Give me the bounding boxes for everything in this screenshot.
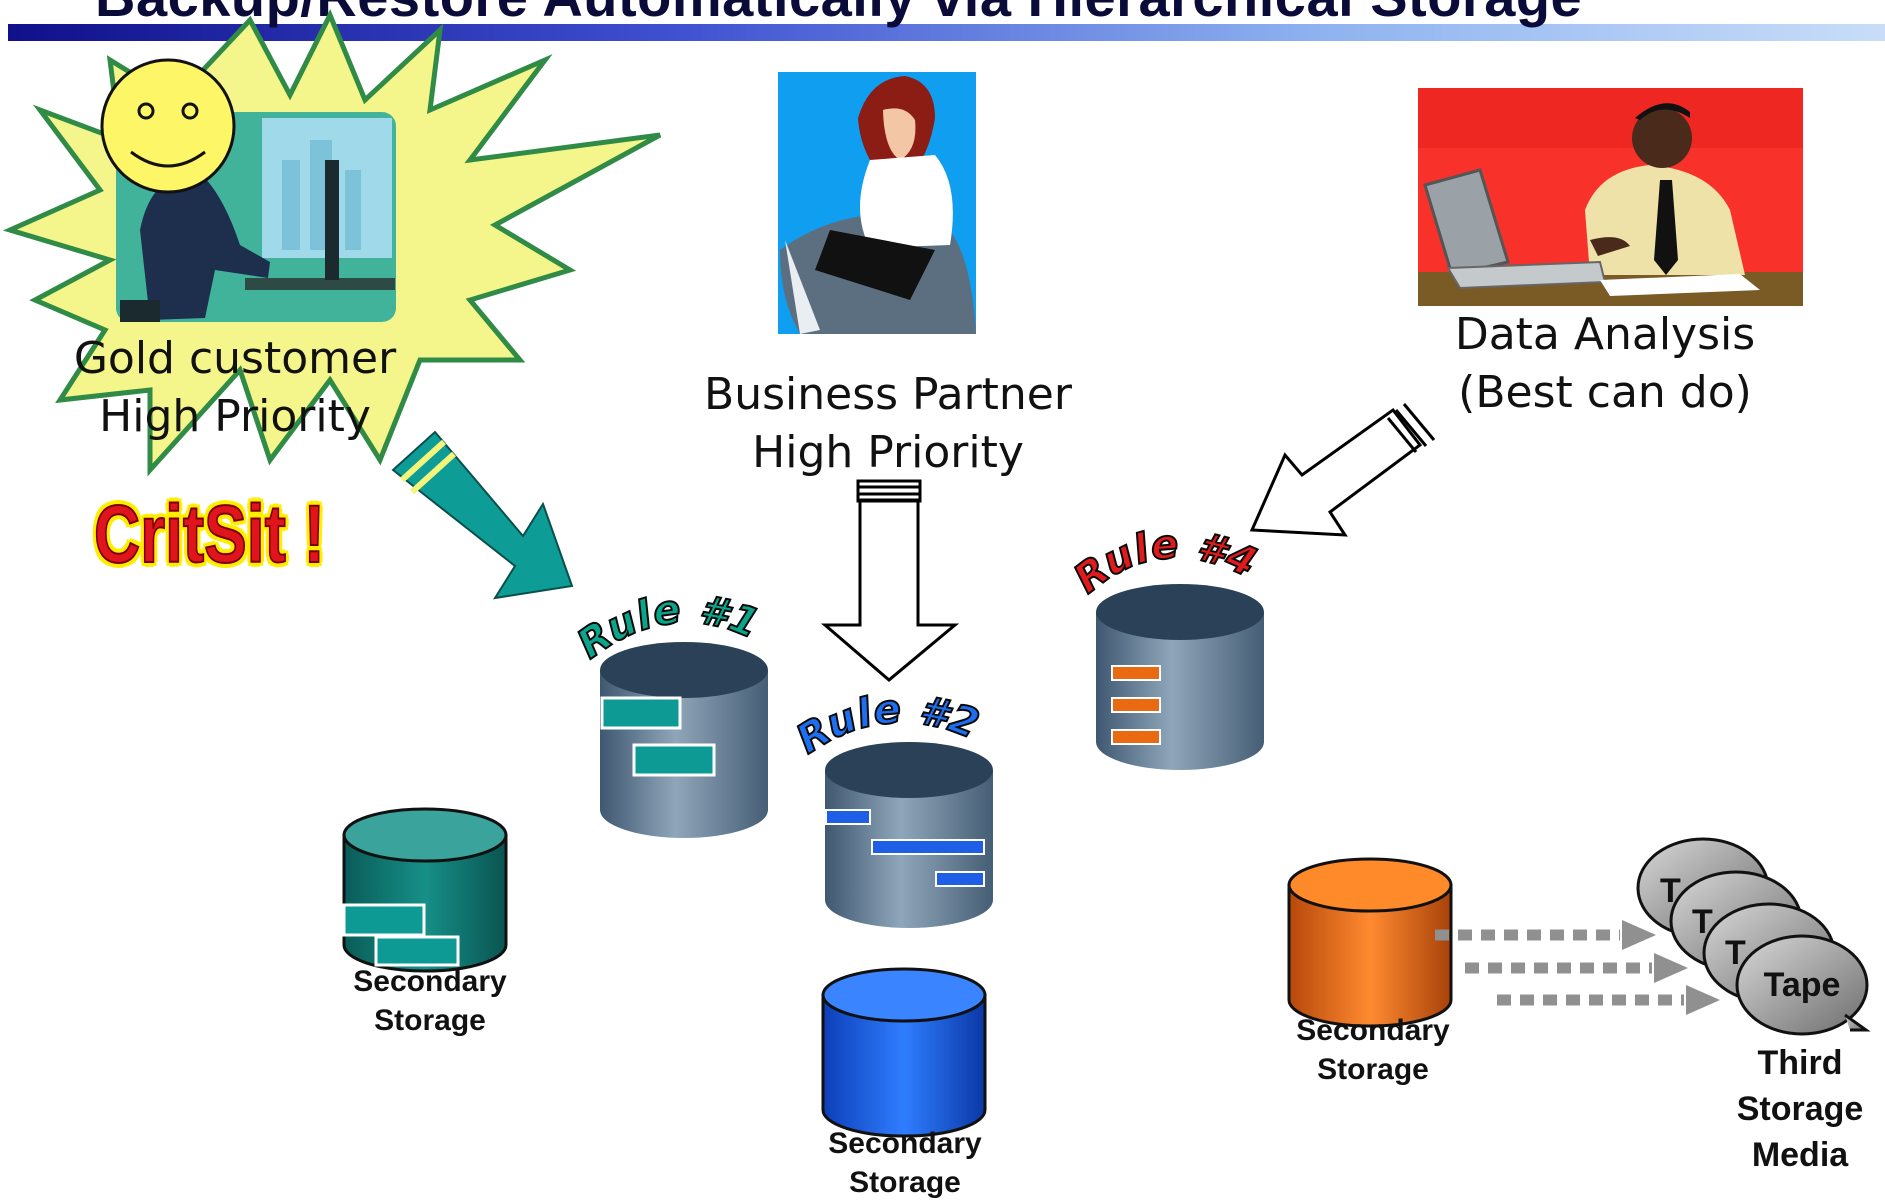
data-analysis-line1: Data Analysis bbox=[1454, 309, 1756, 360]
secondary-storage-line1: Secondary bbox=[828, 1127, 982, 1160]
tape-media-icon: T T T Tape bbox=[1636, 837, 1871, 1036]
critsit-label: CritSit ! bbox=[93, 488, 326, 581]
smiley-face-icon bbox=[100, 58, 236, 194]
third-storage-line3: Media bbox=[1751, 1136, 1849, 1174]
dotted-arrows-to-tape bbox=[1435, 920, 1720, 1015]
teal-secondary-storage-label: Secondary Storage bbox=[325, 962, 535, 1040]
business-partner-picture bbox=[778, 72, 976, 334]
gold-customer-line1: Gold customer bbox=[73, 333, 397, 384]
rule2-storage-cylinder bbox=[825, 742, 993, 928]
teal-arrow-icon bbox=[391, 430, 574, 600]
tape-label: Tape bbox=[1764, 966, 1841, 1004]
secondary-storage-line1: Secondary bbox=[353, 965, 507, 998]
secondary-storage-line2: Storage bbox=[374, 1004, 486, 1037]
title-underline-bar bbox=[8, 24, 1885, 41]
tape-partial-label-3: T bbox=[1725, 934, 1746, 972]
gold-customer-label: Gold customer High Priority bbox=[40, 330, 430, 446]
gold-customer-line2: High Priority bbox=[99, 391, 371, 442]
slide-title: Backup/Restore Automatically via Hierarc… bbox=[95, 0, 1582, 29]
tape-partial-label-2: T bbox=[1692, 903, 1713, 941]
blue-secondary-storage-cylinder bbox=[821, 967, 987, 1138]
orange-secondary-storage-cylinder bbox=[1287, 857, 1453, 1028]
rule1-storage-cylinder bbox=[600, 642, 768, 838]
orange-secondary-storage-label: Secondary Storage bbox=[1268, 1011, 1478, 1089]
business-partner-line2: High Priority bbox=[752, 427, 1024, 478]
rule4-storage-cylinder bbox=[1096, 584, 1264, 770]
third-storage-media-label: Third Storage Media bbox=[1700, 1040, 1885, 1178]
blue-secondary-storage-label: Secondary Storage bbox=[800, 1124, 1010, 1202]
gold-customer-picture bbox=[116, 112, 396, 322]
secondary-storage-line1: Secondary bbox=[1296, 1014, 1450, 1047]
down-arrow-icon bbox=[820, 479, 960, 682]
business-partner-line1: Business Partner bbox=[704, 369, 1072, 420]
business-partner-label: Business Partner High Priority bbox=[678, 366, 1098, 482]
data-analysis-line2: (Best can do) bbox=[1458, 367, 1752, 418]
data-analysis-label: Data Analysis (Best can do) bbox=[1420, 306, 1790, 422]
white-diagonal-arrow-icon bbox=[1249, 403, 1436, 537]
third-storage-line1: Third bbox=[1757, 1044, 1843, 1082]
third-storage-line2: Storage bbox=[1736, 1090, 1864, 1128]
secondary-storage-line2: Storage bbox=[849, 1166, 961, 1199]
secondary-storage-line2: Storage bbox=[1317, 1053, 1429, 1086]
data-analysis-picture bbox=[1418, 88, 1803, 306]
teal-secondary-storage-cylinder bbox=[342, 807, 508, 973]
